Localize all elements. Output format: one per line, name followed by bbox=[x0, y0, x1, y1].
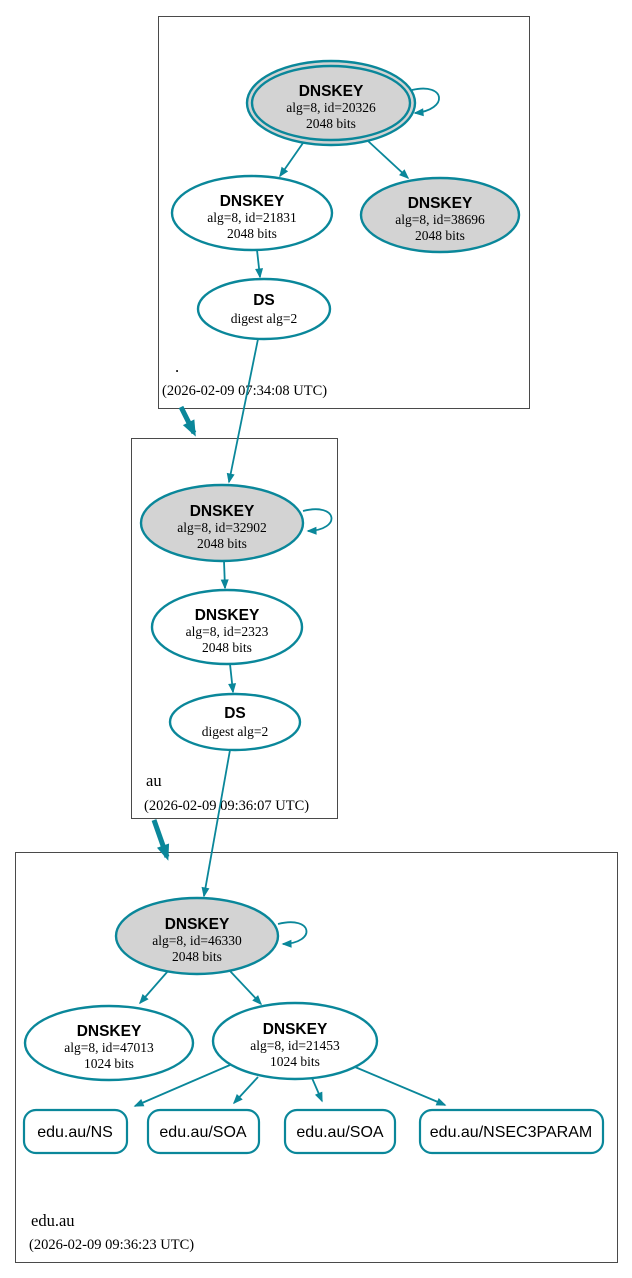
node-detail-2: 2048 bits bbox=[197, 536, 247, 551]
dnskey-ellipse bbox=[211, 1001, 379, 1081]
rrset-label: edu.au/SOA bbox=[296, 1124, 384, 1141]
edge-ksk20326-to-ksk38696 bbox=[367, 140, 410, 180]
node-detail-1: digest alg=2 bbox=[202, 724, 268, 739]
node-title: DNSKEY bbox=[263, 1021, 328, 1038]
zone-box-au: au (2026-02-09 09:36:07 UTC) DNSKEY alg=… bbox=[131, 438, 338, 819]
dnskey-ellipse bbox=[150, 588, 304, 666]
node-title: DS bbox=[224, 705, 246, 722]
node-dnskey-32902[interactable]: DNSKEY alg=8, id=32902 2048 bits bbox=[139, 483, 305, 563]
edge-zsk21453-to-soa2 bbox=[311, 1077, 323, 1103]
node-detail-1: digest alg=2 bbox=[231, 311, 297, 326]
node-dnskey-47013[interactable]: DNSKEY alg=8, id=47013 1024 bits bbox=[23, 1004, 195, 1082]
rrset-rect bbox=[22, 1108, 129, 1155]
edge-ksk20326-to-zsk21831 bbox=[279, 142, 304, 178]
node-title: DNSKEY bbox=[190, 503, 255, 520]
edge-ds-au-to-dnskey-edu-au bbox=[201, 749, 231, 898]
ds-ellipse bbox=[168, 692, 302, 752]
node-rrset-edu-au-soa-2[interactable]: edu.au/SOA bbox=[283, 1108, 397, 1155]
zone-name-label: edu.au bbox=[31, 1211, 75, 1230]
zone-timestamp: (2026-02-09 07:34:08 UTC) bbox=[162, 383, 327, 399]
self-sign-loop-46330 bbox=[277, 921, 308, 948]
dnskey-ellipse bbox=[170, 174, 334, 252]
node-detail-2: 2048 bits bbox=[227, 226, 277, 241]
node-rrset-edu-au-soa-1[interactable]: edu.au/SOA bbox=[146, 1108, 261, 1155]
rrset-label: edu.au/NSEC3PARAM bbox=[430, 1124, 592, 1141]
dnskey-ellipse bbox=[23, 1004, 195, 1082]
delegation-arrow-au-to-edu-au bbox=[151, 819, 170, 861]
rrset-rect bbox=[418, 1108, 605, 1155]
zone-border-edu-au bbox=[15, 852, 618, 1263]
rrset-rect bbox=[283, 1108, 397, 1155]
node-detail-1: alg=8, id=32902 bbox=[177, 520, 266, 535]
node-dnskey-20326[interactable]: DNSKEY alg=8, id=20326 2048 bits bbox=[245, 59, 417, 147]
dnskey-ellipse bbox=[139, 483, 305, 563]
node-title: DNSKEY bbox=[299, 83, 364, 100]
node-dnskey-38696[interactable]: DNSKEY alg=8, id=38696 2048 bits bbox=[359, 176, 521, 254]
node-dnskey-21831[interactable]: DNSKEY alg=8, id=21831 2048 bits bbox=[170, 174, 334, 252]
edge-zsk21831-to-ds bbox=[255, 249, 264, 279]
node-detail-1: alg=8, id=2323 bbox=[186, 624, 269, 639]
zone-box-edu-au: edu.au (2026-02-09 09:36:23 UTC) DNSKEY … bbox=[15, 852, 618, 1263]
delegation-arrow-root-to-au bbox=[178, 405, 197, 437]
edge-zsk2323-to-ds bbox=[228, 663, 237, 694]
zone-name-label: . bbox=[175, 357, 179, 376]
edge-ds-root-to-dnskey-au bbox=[226, 338, 259, 484]
dnskey-ellipse bbox=[359, 176, 521, 254]
zone-box-root: . (2026-02-09 07:34:08 UTC) DNSKEY alg=8… bbox=[158, 16, 530, 409]
node-ds-root[interactable]: DS digest alg=2 bbox=[196, 277, 332, 341]
node-detail-2: 2048 bits bbox=[415, 228, 465, 243]
rrset-rect bbox=[146, 1108, 261, 1155]
self-sign-loop-32902 bbox=[302, 508, 333, 535]
node-detail-1: alg=8, id=20326 bbox=[286, 100, 376, 115]
node-title: DNSKEY bbox=[220, 193, 285, 210]
edge-ksk32902-to-zsk2323 bbox=[220, 560, 229, 590]
node-detail-1: alg=8, id=47013 bbox=[64, 1040, 154, 1055]
inter-zone-edges bbox=[151, 338, 259, 898]
edge-ksk46330-to-zsk47013 bbox=[139, 970, 169, 1005]
edge-ksk46330-to-zsk21453 bbox=[229, 970, 263, 1006]
edge-zsk21453-to-ns bbox=[133, 1064, 231, 1107]
dnskey-ellipse bbox=[114, 896, 280, 976]
node-detail-2: 2048 bits bbox=[172, 949, 222, 964]
zone-border-au bbox=[131, 438, 338, 819]
self-sign-loop-20326 bbox=[411, 87, 440, 117]
node-title: DNSKEY bbox=[165, 916, 230, 933]
node-detail-2: 2048 bits bbox=[202, 640, 252, 655]
node-detail-2: 2048 bits bbox=[306, 116, 356, 131]
zone-border-root bbox=[158, 16, 530, 409]
zone-timestamp: (2026-02-09 09:36:07 UTC) bbox=[144, 798, 309, 814]
node-dnskey-21453[interactable]: DNSKEY alg=8, id=21453 1024 bits bbox=[211, 1001, 379, 1081]
rrset-label: edu.au/NS bbox=[37, 1124, 113, 1141]
node-dnskey-2323[interactable]: DNSKEY alg=8, id=2323 2048 bits bbox=[150, 588, 304, 666]
dnskey-ellipse-outer bbox=[245, 59, 417, 147]
node-detail-1: alg=8, id=21831 bbox=[207, 210, 296, 225]
node-title: DNSKEY bbox=[408, 195, 473, 212]
zone-timestamp: (2026-02-09 09:36:23 UTC) bbox=[29, 1237, 194, 1253]
node-detail-1: alg=8, id=21453 bbox=[250, 1038, 340, 1053]
node-detail-2: 1024 bits bbox=[84, 1056, 134, 1071]
node-dnskey-46330[interactable]: DNSKEY alg=8, id=46330 2048 bits bbox=[114, 896, 280, 976]
edge-zsk21453-to-soa1 bbox=[232, 1076, 259, 1105]
node-detail-2: 1024 bits bbox=[270, 1054, 320, 1069]
node-title: DS bbox=[253, 292, 275, 309]
dnskey-ellipse-inner bbox=[250, 64, 412, 142]
node-title: DNSKEY bbox=[195, 607, 260, 624]
zone-name-label: au bbox=[146, 771, 162, 790]
node-detail-1: alg=8, id=46330 bbox=[152, 933, 242, 948]
ds-ellipse bbox=[196, 277, 332, 341]
edge-zsk21453-to-nsec3param bbox=[354, 1066, 447, 1106]
node-ds-au[interactable]: DS digest alg=2 bbox=[168, 692, 302, 752]
node-title: DNSKEY bbox=[77, 1023, 142, 1040]
node-rrset-edu-au-ns[interactable]: edu.au/NS bbox=[22, 1108, 129, 1155]
rrset-label: edu.au/SOA bbox=[159, 1124, 247, 1141]
node-detail-1: alg=8, id=38696 bbox=[395, 212, 485, 227]
node-rrset-edu-au-nsec3param[interactable]: edu.au/NSEC3PARAM bbox=[418, 1108, 605, 1155]
